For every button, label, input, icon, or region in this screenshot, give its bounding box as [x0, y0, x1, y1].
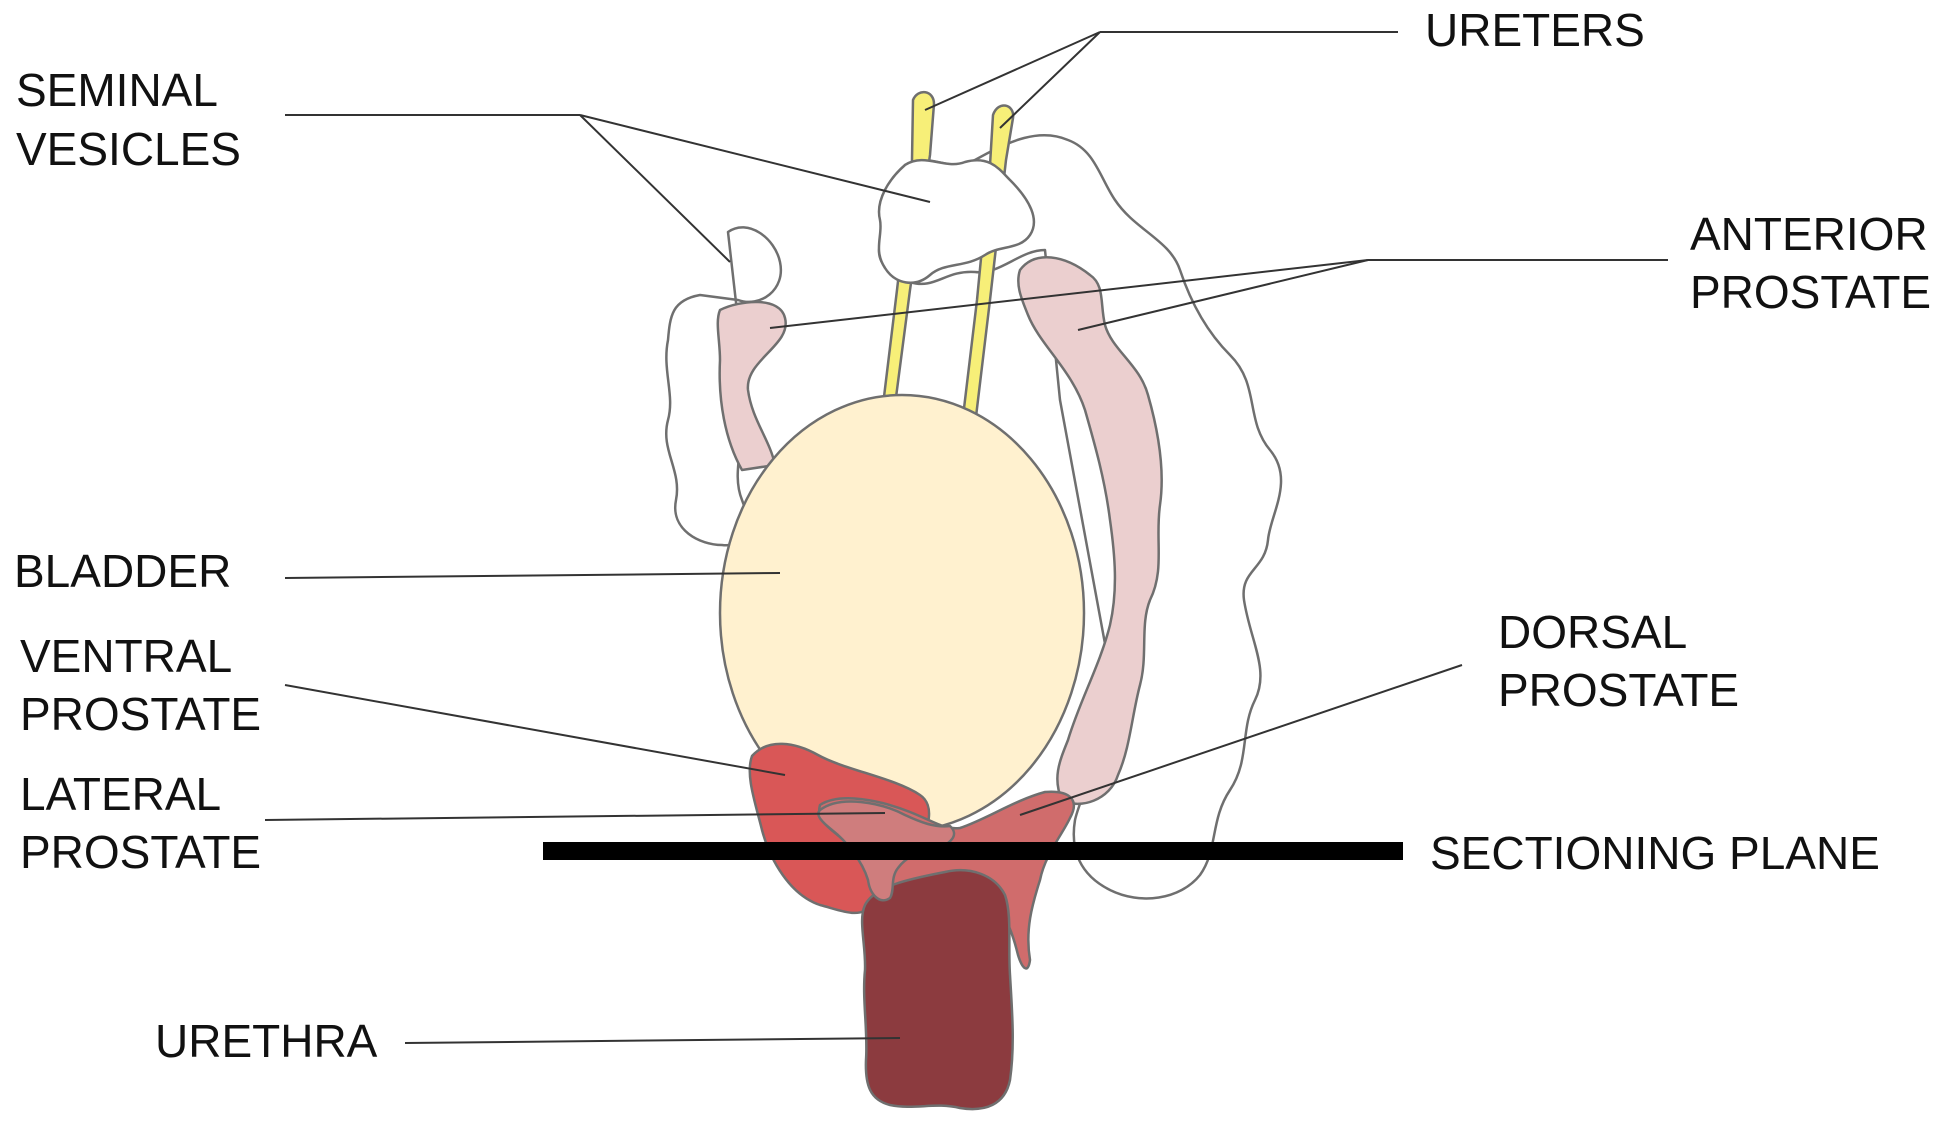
label-ventral-prostate-line2: PROSTATE [20, 688, 261, 740]
label-lateral-prostate-line1: LATERAL [20, 768, 221, 820]
label-anterior-prostate-line1: ANTERIOR [1690, 208, 1928, 260]
sectioning-plane-bar [543, 842, 1403, 860]
label-sectioning-plane: SECTIONING PLANE [1430, 827, 1880, 879]
anterior-prostate-right [1017, 256, 1163, 806]
label-ureters: URETERS [1425, 4, 1645, 56]
urethra [860, 868, 1014, 1111]
label-dorsal-prostate-line2: PROSTATE [1498, 664, 1739, 716]
label-seminal-vesicles-line1: SEMINAL [16, 64, 218, 116]
seminal-vesicle-right [877, 133, 1283, 900]
leader-dorsal [1019, 664, 1463, 816]
label-ventral-prostate-line1: VENTRAL [20, 630, 232, 682]
leader-bladder [284, 572, 781, 579]
leader-ventral [284, 684, 786, 776]
leader-lines [264, 31, 1668, 1044]
label-urethra: URETHRA [155, 1015, 378, 1067]
label-anterior-prostate-line2: PROSTATE [1690, 266, 1931, 318]
leader-ureters-left [924, 31, 1101, 111]
leader-urethra [404, 1037, 901, 1044]
leader-anterior-right [1077, 259, 1369, 331]
seminal-vesicle-top-lobe [877, 158, 1036, 284]
label-seminal-vesicles-line2: VESICLES [16, 123, 241, 175]
label-bladder: BLADDER [14, 545, 231, 597]
leader-ureters-right [999, 31, 1101, 129]
leader-lateral [264, 812, 886, 821]
leader-seminal-right [579, 114, 931, 203]
leader-anterior-left [769, 259, 1369, 329]
leader-seminal-left [579, 114, 731, 263]
label-lateral-prostate-line2: PROSTATE [20, 826, 261, 878]
anterior-prostate-left [716, 300, 787, 472]
label-dorsal-prostate-line1: DORSAL [1498, 606, 1687, 658]
